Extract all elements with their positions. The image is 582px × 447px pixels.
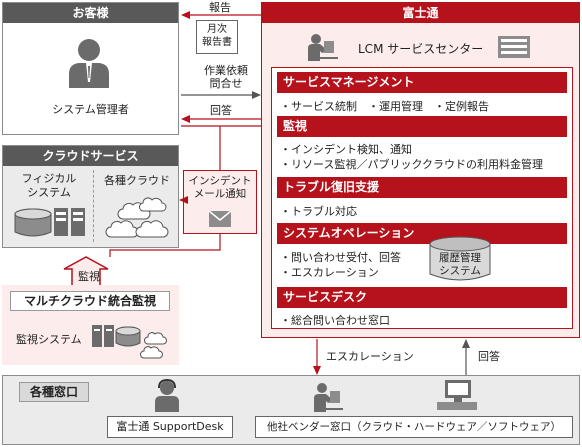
monitoring-item-1: ・インシデント検知、通知: [280, 143, 412, 156]
report-label: 報告: [209, 1, 231, 14]
work-request-arrow: [181, 91, 261, 99]
clouds-icon: [105, 197, 169, 238]
fujitsu-title-bar: 富士通: [262, 3, 579, 23]
building-icon: [498, 36, 530, 58]
trouble-recovery-item: ・トラブル対応: [280, 205, 357, 218]
vendor-label: 他社ベンダー窓口（クラウド・ハードウェア／ソフトウェア）: [267, 421, 561, 433]
escalation-arrow: [313, 339, 321, 375]
various-cloud-label: 各種クラウド: [104, 174, 170, 187]
support-desk-box: 富士通 SupportDesk: [107, 416, 233, 438]
support-person-icon: [155, 378, 179, 412]
multicloud-title: マルチクラウド統合監視: [23, 294, 156, 308]
mail-icon: [208, 210, 232, 227]
trouble-recovery-header: トラブル復旧支援: [277, 177, 567, 198]
system-operation-item-1: ・問い合わせ受付、回答: [280, 251, 401, 264]
answer-label: 回答: [210, 104, 232, 117]
customer-panel: お客様 システム管理者: [2, 2, 179, 135]
admin-label: システム管理者: [52, 103, 129, 116]
report-arrow: [181, 11, 261, 19]
monitoring-header: 監視: [277, 116, 567, 137]
service-desk-item: ・総合問い合わせ窓口: [280, 314, 390, 327]
monitor-arrow-label: 監視: [78, 270, 100, 283]
cloud-divider: [93, 170, 94, 242]
customer-title: お客様: [3, 3, 178, 23]
monthly-report-doc: 月次 報告書: [196, 20, 238, 54]
answer-arrow: [181, 115, 261, 123]
service-management-header: サービスマネージメント: [277, 72, 567, 93]
operator-icon: [308, 34, 338, 61]
work-request-label: 作業依頼 問合せ: [204, 64, 248, 90]
answer-up-arrow: [462, 339, 470, 375]
vendor-operator-icon: [314, 383, 343, 412]
history-db-icon: [429, 236, 491, 281]
lcm-center-label: LCM サービスセンター: [358, 42, 484, 56]
monitor-system-label: 監視システム: [16, 333, 82, 346]
physical-system-label: フィジカル システム: [21, 172, 77, 199]
monthly-report-label: 月次 報告書: [202, 24, 232, 48]
monitor-system-icons: [92, 325, 167, 359]
vendor-box: 他社ベンダー窓口（クラウド・ハードウェア／ソフトウェア）: [255, 416, 573, 438]
computer-icon: [437, 380, 477, 410]
system-operation-item-2: ・エスカレーション: [280, 266, 379, 279]
cloud-panel: クラウドサービス フィジカル システム 各種クラウド: [2, 145, 179, 248]
escalation-label: エスカレーション: [326, 350, 414, 363]
incident-mail-box: インシデント メール通知: [183, 170, 257, 234]
windows-title: 各種窓口: [29, 385, 78, 399]
system-operation-header: システムオペレーション: [277, 223, 567, 244]
multicloud-panel: マルチクラウド統合監視 監視システム: [2, 285, 179, 365]
windows-panel: 各種窓口 富士通 SupportDesk 他社ベンダー窓口（クラウド・ハードウェ…: [2, 375, 580, 445]
database-icon: [14, 208, 52, 237]
incident-mail-label: インシデント メール通知: [188, 175, 252, 200]
history-db-label: 履歴管理 システム: [439, 252, 481, 277]
multicloud-title-box: マルチクラウド統合監視: [10, 291, 170, 311]
monitoring-item-2: ・リソース監視／パブリッククラウドの利用料金管理: [280, 158, 544, 171]
server-icon: [54, 208, 85, 236]
answer-bottom-label: 回答: [478, 350, 500, 363]
person-icon: [69, 39, 109, 88]
service-management-items: ・サービス統制 ・運用管理 ・定例報告: [280, 100, 489, 113]
fujitsu-panel: 富士通 LCM サービスセンター サービスマネージメント ・サービス統制 ・運用…: [261, 2, 580, 338]
support-desk-label: 富士通 SupportDesk: [116, 420, 224, 433]
fujitsu-title: 富士通: [402, 6, 439, 20]
service-desk-header: サービスデスク: [277, 287, 567, 308]
cloud-title: クラウドサービス: [3, 146, 178, 166]
windows-title-box: 各種窓口: [19, 382, 89, 402]
services-container: サービスマネージメント ・サービス統制 ・運用管理 ・定例報告 監視 ・インシデ…: [271, 67, 573, 329]
monitor-up-arrow: [63, 256, 109, 288]
